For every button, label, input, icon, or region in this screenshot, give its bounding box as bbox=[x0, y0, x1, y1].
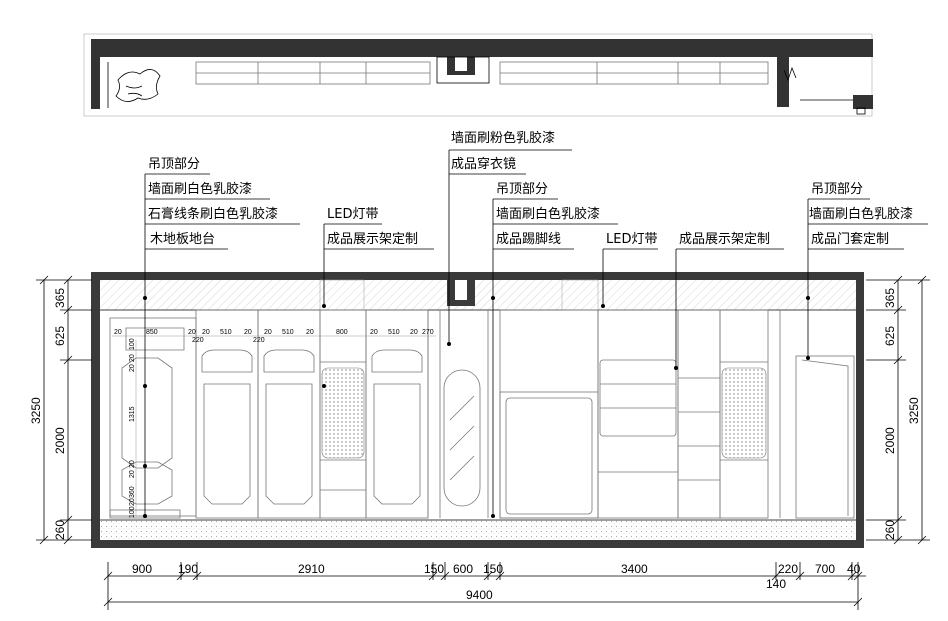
callout-wall-pink: 墙面刷粉色乳胶漆 bbox=[451, 130, 555, 146]
left-seg-625: 625 bbox=[53, 326, 67, 346]
pv-6: 360 bbox=[129, 486, 136, 498]
callouts: 吊顶部分 墙面刷白色乳胶漆 石膏线条刷白色乳胶漆 木地板地台 LED灯带 成品展… bbox=[148, 130, 913, 247]
right-seg-260: 260 bbox=[883, 520, 897, 540]
pv-4: 20 bbox=[129, 460, 136, 468]
bottom-seg-900: 900 bbox=[132, 562, 152, 576]
callout-gypsum-line: 石膏线条刷白色乳胶漆 bbox=[148, 206, 278, 222]
pv-3: 1315 bbox=[129, 406, 136, 422]
callout-led-2: LED灯带 bbox=[606, 232, 657, 247]
right-seg-625: 625 bbox=[883, 326, 897, 346]
bottom-seg-140: 140 bbox=[766, 577, 786, 591]
pd-2: 20 bbox=[188, 329, 196, 336]
bottom-dimensions: 900 190 2910 150 600 150 3400 220 700 40… bbox=[103, 562, 866, 610]
pd-7: 510 bbox=[282, 329, 294, 336]
pd-13: 270 bbox=[422, 329, 434, 336]
pd-11: 510 bbox=[388, 329, 400, 336]
pv-2: 20 bbox=[129, 364, 136, 372]
left-seg-260: 260 bbox=[53, 520, 67, 540]
pv-0: 100 bbox=[129, 338, 136, 350]
callout-ceiling-2: 吊顶部分 bbox=[496, 182, 548, 197]
pd-sub-0: 220 bbox=[192, 337, 204, 344]
pv-5: 20 bbox=[129, 470, 136, 478]
bottom-seg-220: 220 bbox=[778, 562, 798, 576]
pd-9: 800 bbox=[336, 329, 348, 336]
callout-shelf-2: 成品展示架定制 bbox=[679, 232, 770, 247]
callout-door-frame: 成品门套定制 bbox=[811, 231, 889, 247]
callout-wall-white-1: 墙面刷白色乳胶漆 bbox=[148, 181, 252, 197]
pd-1: 850 bbox=[146, 329, 158, 336]
pd-0: 20 bbox=[114, 329, 122, 336]
left-dimensions: 3250 365 625 2000 260 bbox=[29, 275, 92, 545]
callout-skirting: 成品踢脚线 bbox=[496, 231, 561, 247]
pd-10: 20 bbox=[370, 329, 378, 336]
chair-symbol bbox=[115, 69, 161, 102]
pd-5: 20 bbox=[244, 329, 252, 336]
callout-ceiling-3: 吊顶部分 bbox=[811, 182, 863, 197]
pd-sub-1: 220 bbox=[253, 337, 265, 344]
pd-4: 510 bbox=[220, 329, 232, 336]
right-seg-365: 365 bbox=[883, 288, 897, 308]
left-seg-2000: 2000 bbox=[53, 427, 67, 454]
pd-8: 20 bbox=[306, 329, 314, 336]
bottom-seg-190: 190 bbox=[178, 562, 198, 576]
pv-1: 20 bbox=[129, 354, 136, 362]
callout-wall-white-3: 墙面刷白色乳胶漆 bbox=[809, 206, 913, 222]
right-dimensions: 365 625 2000 260 3250 bbox=[866, 275, 930, 545]
right-total: 3250 bbox=[907, 397, 921, 424]
callout-wall-white-2: 墙面刷白色乳胶漆 bbox=[496, 206, 600, 222]
display-grilles bbox=[321, 367, 767, 459]
bottom-total: 9400 bbox=[466, 588, 493, 602]
right-seg-2000: 2000 bbox=[883, 427, 897, 454]
wall-elements bbox=[109, 309, 855, 519]
pv-7: 20 bbox=[129, 498, 136, 506]
leader-lines bbox=[143, 149, 928, 518]
pd-6: 20 bbox=[264, 329, 272, 336]
bottom-seg-600: 600 bbox=[453, 562, 473, 576]
left-total: 3250 bbox=[29, 397, 43, 424]
plan-view bbox=[83, 33, 873, 117]
pd-3: 20 bbox=[202, 329, 210, 336]
callout-shelf-1: 成品展示架定制 bbox=[327, 232, 418, 247]
panel-dimensions: 20 850 20 20 510 20 20 510 20 800 20 510… bbox=[112, 329, 436, 518]
bottom-seg-150b: 150 bbox=[483, 562, 503, 576]
left-seg-365: 365 bbox=[53, 288, 67, 308]
callout-mirror: 成品穿衣镜 bbox=[451, 156, 516, 172]
bottom-seg-150a: 150 bbox=[424, 562, 444, 576]
pd-12: 20 bbox=[410, 329, 418, 336]
pv-8: 100 bbox=[129, 506, 136, 518]
bottom-seg-2910: 2910 bbox=[298, 562, 325, 576]
callout-ceiling-1: 吊顶部分 bbox=[148, 157, 200, 172]
bottom-seg-40: 40 bbox=[847, 562, 861, 576]
callout-led-1: LED灯带 bbox=[327, 207, 378, 222]
bottom-seg-700: 700 bbox=[815, 562, 835, 576]
callout-wood-floor: 木地板地台 bbox=[150, 232, 215, 247]
bottom-seg-3400: 3400 bbox=[621, 562, 648, 576]
